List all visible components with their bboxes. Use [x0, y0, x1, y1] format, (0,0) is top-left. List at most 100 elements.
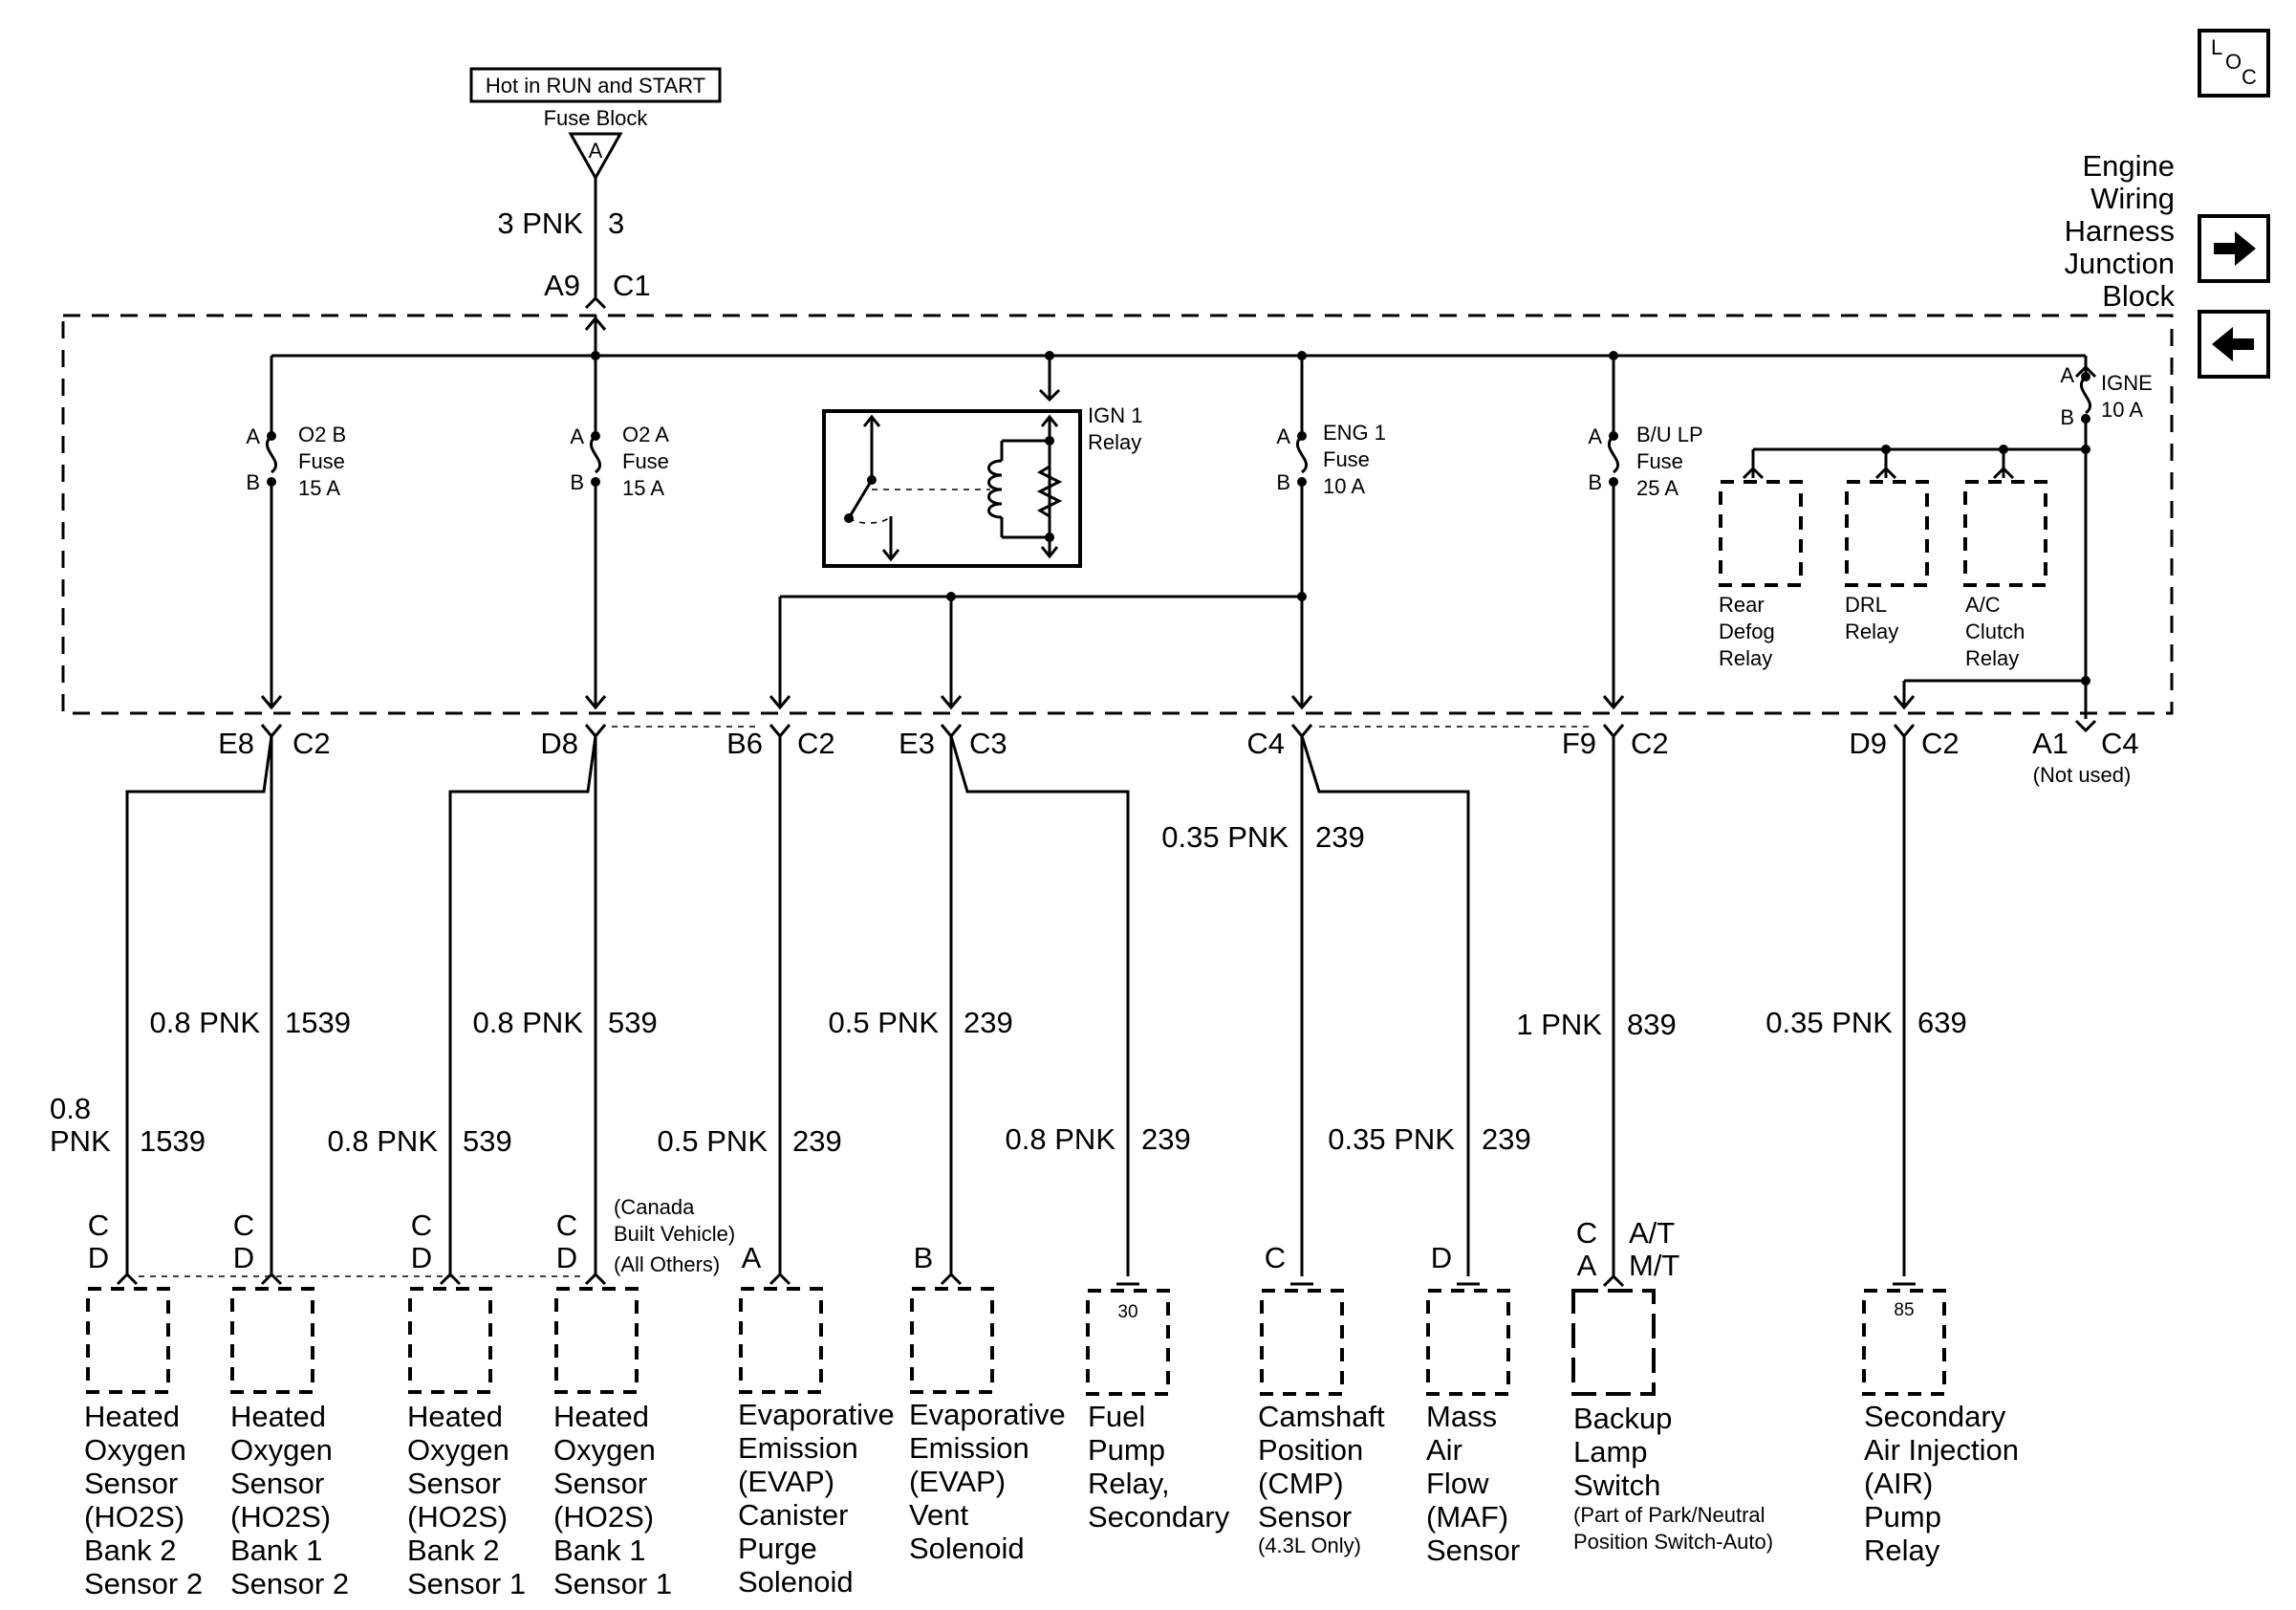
- svg-text:B: B: [246, 470, 260, 494]
- svg-text:Sensor: Sensor: [407, 1467, 501, 1500]
- svg-text:B: B: [1588, 470, 1602, 494]
- svg-text:Evaporative: Evaporative: [909, 1398, 1066, 1431]
- svg-text:Purge: Purge: [738, 1532, 817, 1565]
- svg-text:Position: Position: [1258, 1433, 1363, 1467]
- svg-text:Sensor: Sensor: [1258, 1500, 1352, 1534]
- svg-text:Bank 2: Bank 2: [407, 1534, 500, 1567]
- ho2s-bank1-sensor2: [230, 1272, 314, 1394]
- svg-text:(HO2S): (HO2S): [407, 1500, 508, 1534]
- svg-text:A1: A1: [2032, 727, 2069, 760]
- svg-text:Secondary: Secondary: [1864, 1400, 2006, 1433]
- svg-text:Flow: Flow: [1426, 1467, 1489, 1500]
- svg-text:A: A: [742, 1241, 762, 1274]
- svg-text:Oxygen: Oxygen: [230, 1433, 333, 1467]
- junction-block-title-3: Harness: [2065, 214, 2175, 248]
- svg-text:Bank 1: Bank 1: [230, 1534, 323, 1567]
- svg-text:D: D: [88, 1241, 109, 1274]
- ac-clutch-relay-box: [1963, 480, 2047, 587]
- svg-text:PNK: PNK: [50, 1124, 111, 1158]
- svg-text:A: A: [1588, 424, 1602, 448]
- svg-text:D: D: [233, 1241, 254, 1274]
- ho2s-bank2-sensor2: [86, 1272, 170, 1394]
- svg-text:IGNE: IGNE: [2101, 371, 2153, 395]
- svg-text:(MAF): (MAF): [1426, 1500, 1508, 1534]
- svg-text:Heated: Heated: [84, 1400, 180, 1433]
- fuse-o2b: [260, 356, 283, 710]
- ign1-relay: [822, 356, 1082, 568]
- wire-e8: [125, 735, 273, 1276]
- svg-text:A/C: A/C: [1965, 593, 2001, 617]
- svg-text:(Not used): (Not used): [2033, 763, 2132, 787]
- svg-text:0.8 PNK: 0.8 PNK: [473, 1006, 584, 1039]
- svg-text:D8: D8: [540, 727, 578, 760]
- svg-text:0.8 PNK: 0.8 PNK: [1006, 1122, 1116, 1156]
- svg-text:10 A: 10 A: [2101, 398, 2143, 422]
- svg-text:639: 639: [1917, 1006, 1967, 1039]
- wire-d8: [448, 735, 597, 1276]
- svg-text:0.35 PNK: 0.35 PNK: [1765, 1006, 1893, 1039]
- arrow-left-icon[interactable]: [2198, 310, 2270, 379]
- svg-text:0.5 PNK: 0.5 PNK: [829, 1006, 940, 1039]
- svg-text:Sensor: Sensor: [230, 1467, 324, 1500]
- svg-text:Relay: Relay: [1965, 646, 2019, 670]
- svg-text:Fuse: Fuse: [298, 449, 345, 473]
- svg-text:Pump: Pump: [1088, 1433, 1165, 1467]
- svg-text:15 A: 15 A: [622, 476, 664, 500]
- svg-text:Evaporative: Evaporative: [738, 1398, 895, 1431]
- feed-source: Fuse Block: [544, 106, 649, 130]
- cmp-sensor: [1260, 1282, 1344, 1396]
- svg-text:C2: C2: [1631, 727, 1669, 760]
- component-label-ho2s-b1s2: Heated Oxygen Sensor (HO2S) Bank 1 Senso…: [230, 1400, 349, 1600]
- svg-text:Emission: Emission: [909, 1431, 1029, 1465]
- svg-text:C: C: [1265, 1241, 1286, 1274]
- evap-purge-solenoid: [739, 1272, 823, 1394]
- svg-text:Fuel: Fuel: [1088, 1400, 1145, 1433]
- ho2s-bank1-sensor1: [554, 1272, 639, 1394]
- ho2s-bank2-sensor1: [408, 1272, 492, 1394]
- svg-text:Heated: Heated: [230, 1400, 326, 1433]
- svg-text:Emission: Emission: [738, 1431, 858, 1465]
- svg-text:539: 539: [608, 1006, 658, 1039]
- svg-text:A: A: [246, 424, 260, 448]
- svg-text:C4: C4: [1246, 727, 1285, 760]
- svg-text:Heated: Heated: [553, 1400, 649, 1433]
- component-label-ho2s-b2s1: Heated Oxygen Sensor (HO2S) Bank 2 Senso…: [407, 1400, 526, 1600]
- loc-icon[interactable]: [2198, 29, 2270, 98]
- fuse-igne: [1742, 364, 2097, 733]
- junction-block-title-5: Block: [2102, 279, 2175, 313]
- svg-text:(HO2S): (HO2S): [84, 1500, 184, 1534]
- svg-text:(HO2S): (HO2S): [230, 1500, 331, 1534]
- svg-text:Solenoid: Solenoid: [909, 1532, 1025, 1565]
- svg-text:E8: E8: [218, 727, 254, 760]
- svg-text:C3: C3: [969, 727, 1007, 760]
- component-label-evap-vent: Evaporative Emission (EVAP) Vent Solenoi…: [909, 1398, 1066, 1565]
- feed-terminal: A: [589, 139, 603, 163]
- svg-text:(All Others): (All Others): [614, 1252, 720, 1276]
- component-label-backup-switch: Backup Lamp Switch (Part of Park/Neutral…: [1573, 1402, 1773, 1554]
- svg-text:D: D: [556, 1241, 577, 1274]
- svg-text:0.5 PNK: 0.5 PNK: [658, 1124, 769, 1158]
- svg-text:F9: F9: [1562, 727, 1596, 760]
- drl-relay-box: [1845, 480, 1929, 587]
- svg-text:C: C: [411, 1208, 432, 1242]
- svg-text:Sensor: Sensor: [1426, 1534, 1520, 1567]
- svg-text:L: L: [2211, 35, 2222, 59]
- fuse-block-terminal-icon: [568, 132, 623, 182]
- svg-text:(Part of Park/Neutral: (Part of Park/Neutral: [1573, 1503, 1765, 1527]
- svg-text:Relay: Relay: [1864, 1534, 1940, 1567]
- arrow-right-icon[interactable]: [2198, 214, 2270, 283]
- junction-block-title-1: Engine: [2082, 149, 2175, 183]
- svg-text:Oxygen: Oxygen: [553, 1433, 656, 1467]
- svg-text:Vent: Vent: [909, 1498, 968, 1532]
- wire-c4: [1300, 735, 1470, 1276]
- svg-text:239: 239: [1141, 1122, 1191, 1156]
- svg-text:539: 539: [463, 1124, 512, 1158]
- svg-text:(EVAP): (EVAP): [738, 1465, 834, 1498]
- svg-text:C2: C2: [292, 727, 331, 760]
- svg-text:Defog: Defog: [1719, 620, 1775, 643]
- svg-text:O2 A: O2 A: [622, 423, 669, 446]
- maf-sensor: [1426, 1282, 1510, 1396]
- svg-text:D: D: [1431, 1241, 1452, 1274]
- svg-text:D9: D9: [1849, 727, 1887, 760]
- wire-e3: [949, 735, 1130, 1276]
